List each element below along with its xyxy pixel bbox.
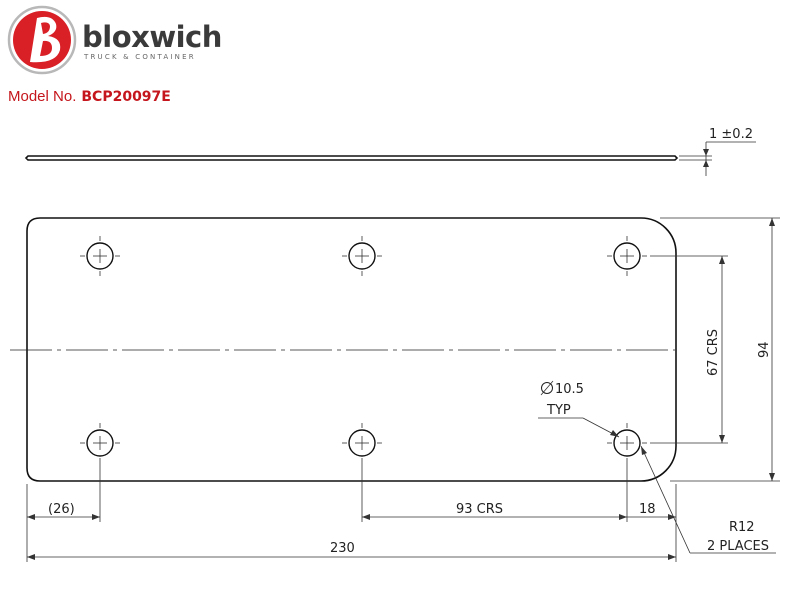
hole [607,423,647,463]
hole [80,236,120,276]
logo-b-swoosh-icon [30,16,61,63]
hole [342,423,382,463]
side-view: 1 ±0.2 [24,127,756,176]
diameter-symbol-icon [541,382,553,394]
vertical-hole-centres-dimension: 67 CRS [706,329,721,376]
hole [80,423,120,463]
thickness-dimension: 1 ±0.2 [709,127,753,142]
vertical-dimensions: 94 67 CRS [650,217,780,482]
bloxwich-logo: bloxwich TRUCK & CONTAINER [7,5,222,75]
horizontal-dimensions: (26) 93 CRS 18 230 [26,463,677,562]
corner-radius-callout: R12 2 PLACES [640,445,776,554]
corner-radius-dimension: R12 [729,520,755,535]
hole-typical-note: TYP [546,403,571,418]
plan-view [10,217,677,482]
model-label-line: Model No. BCP20097E [8,88,171,105]
horizontal-hole-centres-dimension: 93 CRS [456,502,503,517]
model-number: BCP20097E [81,89,170,105]
left-edge-offset-dimension: (26) [48,502,75,517]
hole-callout: 10.5 TYP [538,380,620,438]
brand-tagline: TRUCK & CONTAINER [83,53,196,61]
brand-wordmark: bloxwich [82,20,222,54]
hole-diameter-dimension: 10.5 [555,382,584,397]
hole [342,236,382,276]
plate-outline [26,217,677,482]
hole [607,236,647,276]
model-label: Model No. [8,88,76,105]
overall-width-dimension: 230 [330,541,355,556]
corner-radius-note: 2 PLACES [707,539,769,554]
overall-height-dimension: 94 [757,341,772,358]
right-edge-offset-dimension: 18 [639,502,656,517]
